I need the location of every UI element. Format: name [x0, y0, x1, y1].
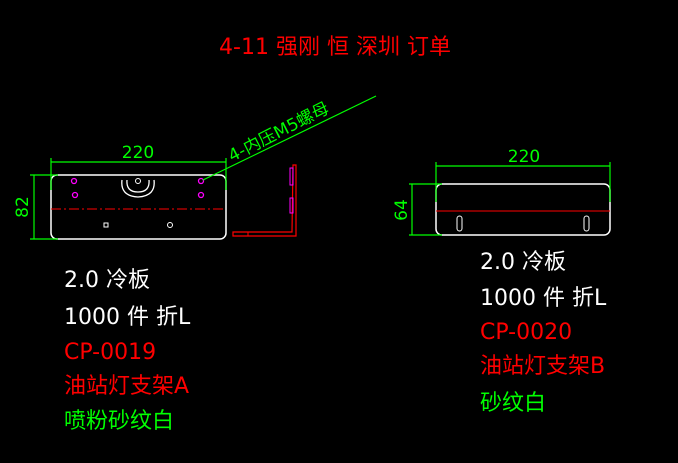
- part-a-name: 油站灯支架A: [64, 374, 189, 399]
- part-b-name: 油站灯支架B: [480, 354, 605, 379]
- part-b-material: 2.0 冷板: [480, 250, 566, 275]
- m5-nut-holes: [70, 177, 205, 199]
- part-b-width-dim: 220: [508, 147, 540, 167]
- part-b-finish: 砂纹白: [480, 391, 546, 416]
- part-b-front-view: [435, 183, 611, 236]
- drawing-title: 4-11 强刚 恒 深圳 订单: [219, 35, 451, 60]
- part-a-width-dim: 220: [122, 143, 154, 163]
- part-a-side-view: [232, 164, 297, 237]
- part-a-code: CP-0019: [64, 340, 156, 365]
- part-b-quantity: 1000 件 折L: [480, 286, 607, 311]
- part-b-notes: 2.0 冷板 1000 件 折L CP-0020 油站灯支架B 砂纹白: [480, 250, 607, 416]
- part-a-front-view: [50, 174, 227, 240]
- part-a-notes: 2.0 冷板 1000 件 折L CP-0019 油站灯支架A 喷粉砂纹白: [64, 268, 191, 434]
- part-b-height-dim: 64: [392, 199, 412, 221]
- part-a-finish: 喷粉砂纹白: [64, 409, 174, 434]
- part-a-material: 2.0 冷板: [64, 268, 150, 293]
- part-a-height-dim: 82: [13, 196, 33, 218]
- part-a-quantity: 1000 件 折L: [64, 305, 191, 330]
- part-b-dimensions: [409, 162, 611, 236]
- part-a-dimensions: [30, 95, 377, 240]
- part-b-code: CP-0020: [480, 320, 572, 345]
